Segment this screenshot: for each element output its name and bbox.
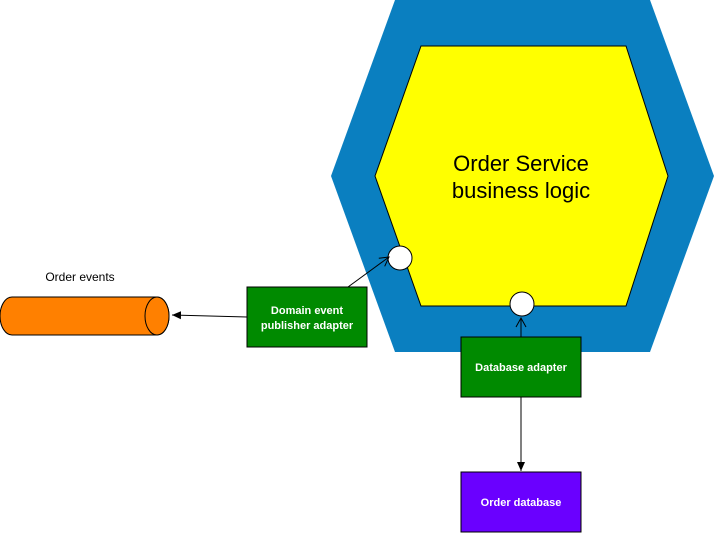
hexagon-title-line1: Order Service	[453, 151, 589, 176]
port-domain-event	[387, 245, 413, 271]
domain-event-adapter-label-line1: Domain event	[271, 305, 343, 317]
queue-body	[0, 296, 170, 336]
order-events-queue	[0, 296, 170, 336]
order-database	[460, 471, 582, 533]
arrow-adapter-to-queue	[171, 311, 248, 320]
order-database-label: Order database	[481, 497, 562, 509]
domain-event-publisher-adapter	[246, 286, 368, 348]
domain-event-adapter-label-line2: publisher adapter	[261, 320, 354, 332]
port-database	[509, 291, 535, 317]
hexagon-inner	[374, 45, 669, 307]
database-adapter	[460, 336, 582, 398]
queue-end-cap	[144, 296, 170, 336]
hexagon-title-line2: business logic	[452, 178, 590, 203]
arrow-adapter-to-port	[347, 256, 390, 288]
queue-label: Order events	[45, 270, 114, 284]
database-adapter-label: Database adapter	[475, 362, 567, 374]
